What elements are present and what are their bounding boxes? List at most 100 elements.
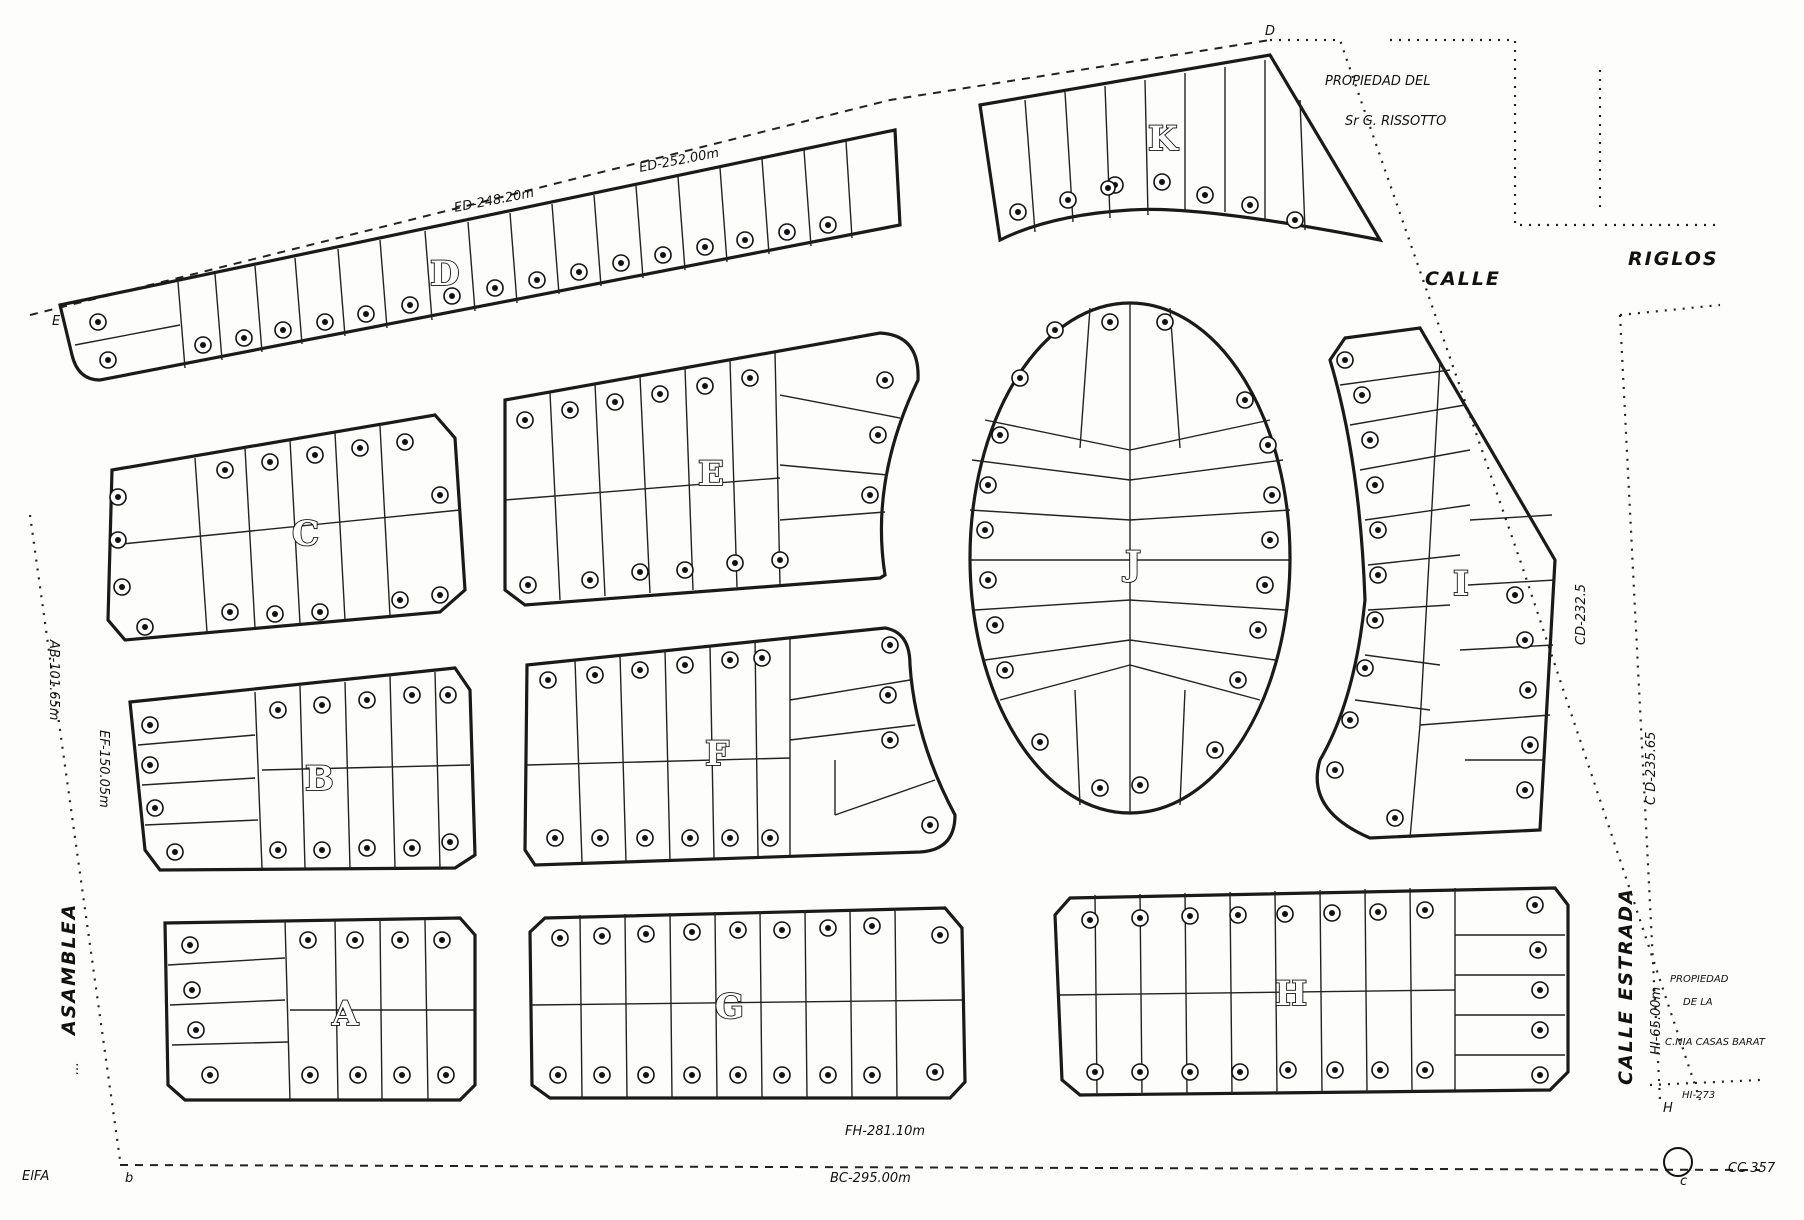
lot-marker-dot — [280, 327, 286, 333]
lot-marker-dot — [825, 222, 831, 228]
lot-marker-dot — [1137, 1069, 1143, 1075]
lot-marker-dot — [637, 667, 643, 673]
block-K[interactable]: K — [978, 53, 1384, 243]
lot-marker-dot — [1137, 782, 1143, 788]
lot-marker-dot — [1347, 717, 1353, 723]
lot-marker-dot — [200, 342, 206, 348]
lot-marker-dot — [1342, 357, 1348, 363]
asamblea-label: ASAMBLEA — [58, 903, 80, 1037]
lot-marker-dot — [322, 319, 328, 325]
lot-marker-dot — [682, 567, 688, 573]
lot-marker-dot — [985, 482, 991, 488]
lot-marker-dot — [555, 1072, 561, 1078]
lot-marker-dot — [985, 577, 991, 583]
lot-marker-dot — [189, 987, 195, 993]
lot-marker-dot — [1267, 537, 1273, 543]
block-J-label: J — [1122, 544, 1141, 584]
lot-marker-dot — [1292, 217, 1298, 223]
lot-marker-dot — [727, 657, 733, 663]
lot-marker-dot — [1422, 1067, 1428, 1073]
block-E[interactable]: E — [503, 331, 920, 607]
lot-marker-dot — [1522, 637, 1528, 643]
lot-marker-dot — [643, 1072, 649, 1078]
lot-marker-dot — [1375, 572, 1381, 578]
casas-label-2: DE LA — [1683, 997, 1713, 1008]
lot-marker-dot — [207, 1072, 213, 1078]
block-D[interactable]: D — [58, 128, 902, 382]
lot-marker-dot — [437, 592, 443, 598]
lot-marker-dot — [352, 937, 358, 943]
lot-marker-dot — [747, 375, 753, 381]
lot-marker-dot — [1525, 687, 1531, 693]
lot-marker-dot — [267, 459, 273, 465]
lot-marker-dot — [689, 929, 695, 935]
lot-marker-dot — [1522, 787, 1528, 793]
lot-marker-dot — [660, 252, 666, 258]
block-B[interactable]: B — [128, 666, 477, 872]
lot-marker-dot — [142, 624, 148, 630]
lot-marker-dot — [317, 609, 323, 615]
lot-marker-dot — [1162, 319, 1168, 325]
corner-b: b — [125, 1171, 133, 1186]
lot-marker-dot — [1212, 747, 1218, 753]
lot-marker-dot — [1285, 1067, 1291, 1073]
lot-marker-dot — [445, 692, 451, 698]
lot-marker-dot — [1262, 582, 1268, 588]
lot-marker-dot — [1537, 1027, 1543, 1033]
lot-marker-dot — [1107, 319, 1113, 325]
lot-marker-dot — [443, 1072, 449, 1078]
lot-marker-dot — [825, 925, 831, 931]
lot-marker-dot — [732, 560, 738, 566]
property-labels: PROPIEDAD DEL Sr G. RISSOTTO PROPIEDAD D… — [1325, 74, 1766, 1048]
lot-marker-dot — [1235, 677, 1241, 683]
lot-marker-dot — [172, 849, 178, 855]
lot-marker-dot — [437, 492, 443, 498]
lot-marker-dot — [1375, 909, 1381, 915]
block-B-label: B — [305, 759, 334, 799]
lot-marker-dot — [742, 237, 748, 243]
lot-markers-D — [89, 216, 837, 369]
lot-marker-dot — [319, 702, 325, 708]
lot-marker-dot — [95, 319, 101, 325]
lot-marker-dot — [875, 432, 881, 438]
block-C[interactable]: C — [106, 413, 467, 642]
lot-marker-dot — [534, 277, 540, 283]
lot-marker-dot — [222, 467, 228, 473]
corner-c-marker — [1663, 1147, 1693, 1177]
block-C-label: C — [292, 514, 319, 554]
block-I[interactable]: I — [1315, 326, 1557, 840]
lot-marker-dot — [982, 527, 988, 533]
lot-marker-dot — [1362, 665, 1368, 671]
lot-marker-dot — [927, 822, 933, 828]
block-K-label: K — [1148, 119, 1179, 159]
lot-marker-dot — [1242, 397, 1248, 403]
lot-marker-dot — [1255, 627, 1261, 633]
lot-marker-dot — [1159, 179, 1165, 185]
block-J[interactable]: J — [968, 301, 1292, 815]
lot-marker-dot — [1087, 917, 1093, 923]
lot-marker-dot — [409, 845, 415, 851]
lot-marker-dot — [1375, 527, 1381, 533]
lot-marker-dot — [1092, 1069, 1098, 1075]
block-A[interactable]: A — [163, 916, 477, 1102]
lot-marker-dot — [227, 609, 233, 615]
lot-marker-dot — [1015, 209, 1021, 215]
lot-marker-dot — [363, 311, 369, 317]
lot-marker-dot — [357, 445, 363, 451]
calle-riglos-label-2: RIGLOS — [1628, 248, 1719, 270]
block-F[interactable]: F — [523, 626, 957, 867]
lot-marker-dot — [241, 335, 247, 341]
rissotto-label-1: PROPIEDAD DEL — [1325, 74, 1431, 89]
lot-marker-dot — [1332, 767, 1338, 773]
block-H[interactable]: H — [1053, 886, 1570, 1097]
street-labels: CALLE RIGLOS CALLE ESTRADA ASAMBLEA … — [58, 248, 1719, 1085]
corner-labels: D E b c H ElFA — [22, 24, 1687, 1189]
block-G[interactable]: G — [528, 906, 967, 1100]
lot-marker-dot — [1367, 437, 1373, 443]
block-I-label: I — [1453, 564, 1469, 604]
lot-marker-dot — [587, 577, 593, 583]
lot-marker-dot — [869, 1072, 875, 1078]
lot-marker-dot — [152, 805, 158, 811]
lot-marker-dot — [759, 655, 765, 661]
block-H-label: H — [1275, 974, 1307, 1014]
